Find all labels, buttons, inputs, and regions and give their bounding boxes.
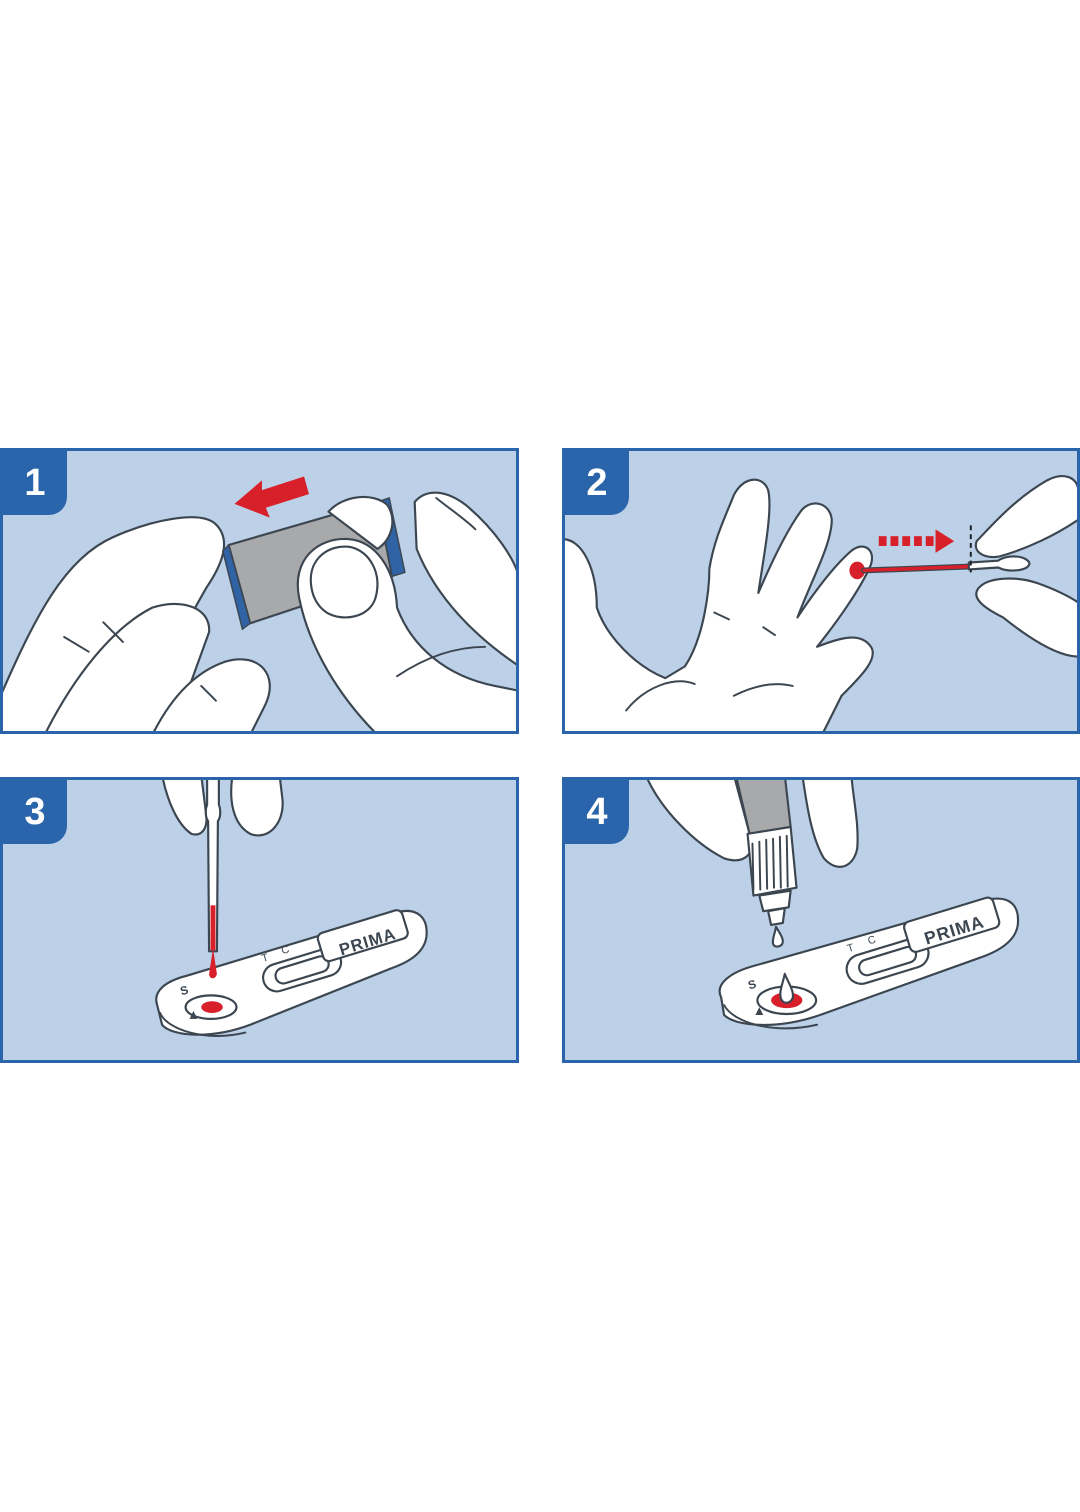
step-4-illustration: PRIMA C T S — [646, 780, 1020, 1030]
step-3-number: 3 — [24, 790, 46, 833]
blood-drop-fingertip — [849, 561, 866, 580]
cassette-control-mark: C — [280, 943, 291, 957]
step-4-number: 4 — [586, 790, 608, 833]
fill-direction-arrow — [878, 529, 955, 553]
cassette-sample-mark: S — [179, 983, 190, 998]
step-2-panel: 2 — [562, 448, 1080, 734]
buffer-drop-falling — [771, 925, 784, 948]
step-1-number: 1 — [24, 461, 46, 504]
holding-hand-illustration — [974, 475, 1077, 658]
fingers-holding-bottle — [646, 780, 859, 868]
step-2-illustration — [565, 475, 1077, 731]
step-1-illustration — [3, 476, 516, 731]
palm-hand-illustration — [565, 478, 874, 731]
step-2-number-badge: 2 — [565, 451, 629, 515]
capillary-pipette-illustration — [204, 780, 222, 979]
blood-drop-falling — [209, 948, 217, 979]
cassette-sample-mark: S — [747, 978, 758, 993]
cassette-test-mark: T — [260, 951, 270, 965]
capillary-pipette-illustration — [861, 555, 1031, 574]
cassette-control-mark: C — [866, 934, 877, 948]
sample-well-blood — [201, 1001, 223, 1014]
test-cassette: PRIMA C T S — [155, 909, 428, 1037]
sample-arrow-icon — [189, 1011, 198, 1019]
sample-arrow-icon — [755, 1007, 764, 1015]
step-1-number-badge: 1 — [3, 451, 67, 515]
buffer-bottle-illustration — [735, 780, 798, 948]
step-3-number-badge: 3 — [3, 780, 67, 844]
pull-direction-arrow — [234, 476, 309, 518]
step-4-number-badge: 4 — [565, 780, 629, 844]
cassette-test-mark: T — [846, 942, 856, 956]
test-cassette: PRIMA C T S — [718, 896, 1020, 1030]
right-hand-illustration — [296, 491, 516, 731]
fingers-holding-pipette — [162, 780, 284, 837]
step-2-number: 2 — [586, 461, 608, 504]
left-hand-illustration — [3, 516, 271, 731]
step-4-panel: 4 PRIMA C T S — [562, 777, 1080, 1063]
buffer-drop-landing — [779, 972, 795, 1004]
step-3-panel: 3 PRIMA C T S — [0, 777, 519, 1063]
step-3-illustration: PRIMA C T S — [155, 780, 428, 1037]
step-1-panel: 1 — [0, 448, 519, 734]
